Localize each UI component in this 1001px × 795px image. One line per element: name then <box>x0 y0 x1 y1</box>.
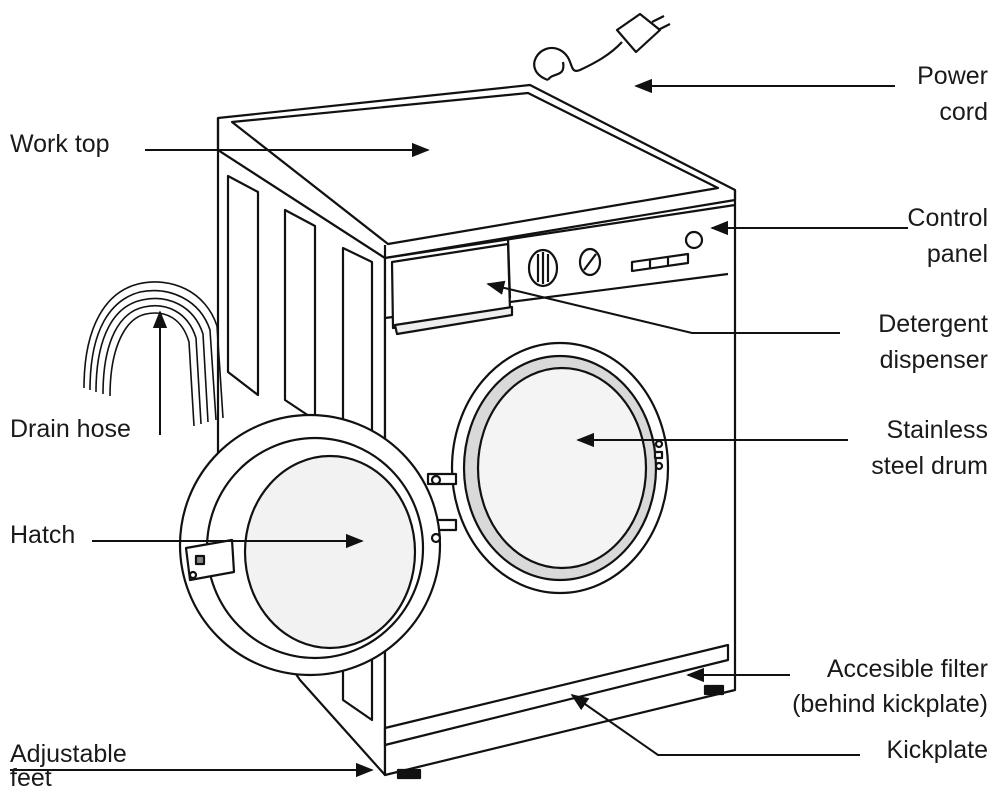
label-drain-hose: Drain hose <box>10 415 131 443</box>
hatch-glass <box>243 454 417 650</box>
power-knob <box>684 230 704 250</box>
leader-kickplate <box>570 693 860 756</box>
label-drum-line2: steel drum <box>871 452 988 480</box>
front-left-foot <box>396 768 422 780</box>
label-power-cord-line2: cord <box>939 98 988 126</box>
label-feet-line1: Adjustable <box>10 740 127 768</box>
label-kickplate: Kickplate <box>887 736 988 764</box>
label-power-cord-line1: Power <box>917 62 988 90</box>
label-control-panel-line1: Control <box>907 204 988 232</box>
label-drum-line1: Stainless <box>887 416 988 444</box>
machine-illustration <box>83 12 737 780</box>
kickplate-drawing <box>383 643 730 747</box>
label-hatch: Hatch <box>10 521 75 549</box>
leader-lines <box>10 78 908 778</box>
front-right-foot <box>703 684 725 696</box>
leader-detergent-dispenser <box>486 280 840 334</box>
buttons-strip <box>630 252 690 273</box>
power-cord-drawing <box>533 12 671 82</box>
upper-hinge <box>426 472 458 486</box>
label-detergent-line1: Detergent <box>878 310 988 338</box>
callout-labels: Power cord Work top Control panel Deterg… <box>10 62 988 792</box>
label-filter-line2: (behind kickplate) <box>792 690 988 718</box>
hatch-latch <box>184 538 236 582</box>
label-work-top: Work top <box>10 130 110 158</box>
drain-hose-drawing <box>83 281 224 427</box>
stainless-drum <box>476 366 648 570</box>
label-control-panel-line2: panel <box>927 240 988 268</box>
label-filter-line1: Accesible filter <box>827 655 988 683</box>
label-detergent-line2: dispenser <box>880 346 988 374</box>
label-feet-line2: feet <box>10 764 52 790</box>
